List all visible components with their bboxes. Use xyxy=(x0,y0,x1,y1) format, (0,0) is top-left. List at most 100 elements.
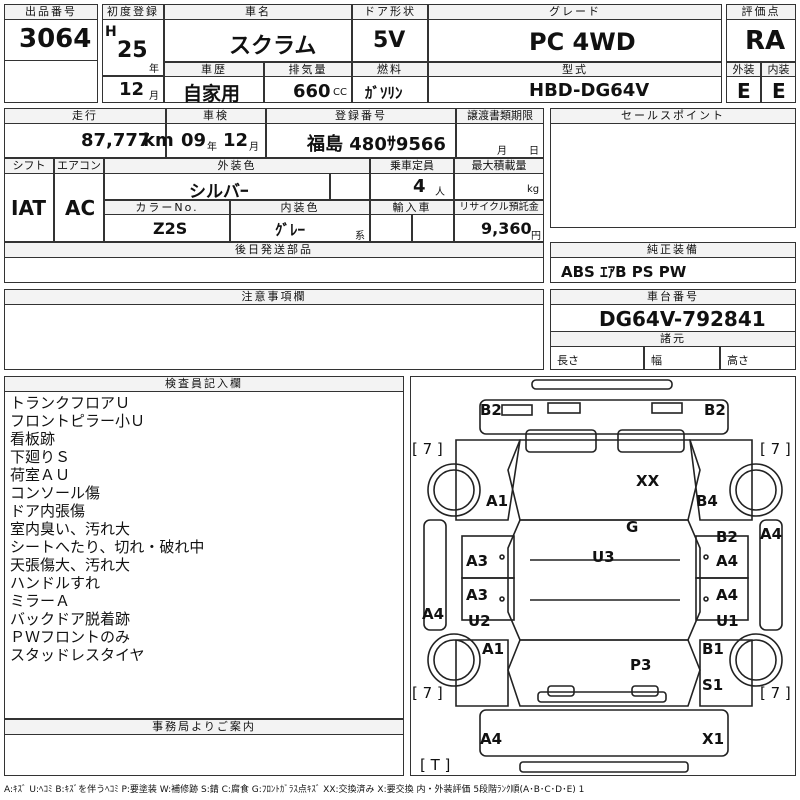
transfer-month-unit: 月 xyxy=(497,146,507,157)
damage-label: B2 xyxy=(704,401,726,419)
model-box: HBD-DG64V xyxy=(428,76,722,103)
era: H xyxy=(105,24,117,40)
office-label: 事務局よりご案内 xyxy=(4,719,404,735)
grade-label: グレード xyxy=(428,4,722,20)
equipment: ABS ｴｱB PS PW xyxy=(561,263,687,281)
first-reg-month-box: 12 月 xyxy=(102,76,164,103)
lot-number: 3064 xyxy=(19,24,92,54)
interior-grade: E xyxy=(772,79,786,103)
car-name-box: スクラム xyxy=(164,19,352,62)
lot-number-box: 3064 xyxy=(4,19,98,61)
capacity-box: 4 人 xyxy=(370,173,454,200)
note-line: ハンドルすれ xyxy=(10,574,101,592)
capacity-unit: 人 xyxy=(435,187,445,198)
year-unit: 年 xyxy=(149,64,159,75)
interior-color: ｸﾞﾚｰ xyxy=(275,221,306,239)
displacement-label: 排気量 xyxy=(264,62,352,77)
inspection-month: 12 xyxy=(223,130,249,151)
width-label: 幅 xyxy=(651,354,662,367)
height-box: 高さ xyxy=(720,346,796,370)
transfer-day-unit: 日 xyxy=(529,146,539,157)
damage-label: A4 xyxy=(760,525,783,543)
width-box: 幅 xyxy=(644,346,720,370)
grade-box: PC 4WD xyxy=(428,19,722,62)
damage-label: S1 xyxy=(702,676,724,694)
length-box: 長さ xyxy=(550,346,644,370)
grade: PC 4WD xyxy=(529,28,636,56)
chassis-label: 車台番号 xyxy=(550,289,796,305)
interior-box: E xyxy=(761,76,796,103)
interior-label: 内装 xyxy=(761,62,796,77)
mileage: 87,777 xyxy=(81,130,151,151)
intcolor-box: ｸﾞﾚｰ 系 xyxy=(230,214,370,242)
ac-box: AC xyxy=(54,173,104,242)
colorno-label: カラーNo. xyxy=(104,200,230,215)
exterior-grade: E xyxy=(737,79,751,103)
recycle-box: 9,360 円 xyxy=(454,214,544,242)
history-box: 自家用 xyxy=(164,76,264,105)
transfer-box: 月 日 xyxy=(456,123,544,158)
plate-label: 登録番号 xyxy=(266,108,456,124)
note-line: トランクフロアＵ xyxy=(10,394,131,412)
damage-label: B2 xyxy=(716,528,738,546)
first-reg-year: 25 xyxy=(117,38,148,63)
damage-label: [ 7 ] xyxy=(760,684,791,702)
note-line: 荷室ＡＵ xyxy=(10,466,71,484)
maxload-label: 最大積載量 xyxy=(454,158,544,174)
mileage-label: 走行 xyxy=(4,108,166,124)
car-name: スクラム xyxy=(229,34,317,59)
note-line: 室内臭い、汚れ大 xyxy=(10,520,131,538)
damage-label: B2 xyxy=(480,401,502,419)
inspection-year: 09 xyxy=(181,130,207,151)
parts-label: 後日発送部品 xyxy=(4,242,544,258)
fuel: ｶﾞｿﾘﾝ xyxy=(365,84,403,102)
exterior-color: シルバｰ xyxy=(189,182,249,202)
chassis-number: DG64V-792841 xyxy=(599,307,766,331)
capacity: 4 xyxy=(413,176,426,197)
interior-color-unit: 系 xyxy=(355,231,365,242)
height-label: 高さ xyxy=(727,354,749,367)
damage-label: A1 xyxy=(482,640,505,658)
note-line: バックドア脱着跡 xyxy=(10,610,131,628)
color-number: Z2S xyxy=(153,219,188,238)
caution-label: 注意事項欄 xyxy=(4,289,544,305)
history-label: 車歴 xyxy=(164,62,264,77)
damage-label: B1 xyxy=(702,640,724,658)
first-reg-month: 12 xyxy=(119,79,145,100)
inspection-label: 車検 xyxy=(166,108,266,124)
damage-label: XX xyxy=(636,472,660,490)
lot-label: 出品番号 xyxy=(4,4,98,20)
ac-label: エアコン xyxy=(54,158,104,174)
damage-label: U3 xyxy=(592,548,615,566)
recycle-unit: 円 xyxy=(531,231,541,242)
note-line: ドア内張傷 xyxy=(10,502,86,520)
mileage-box: 87,777 km xyxy=(4,123,174,158)
door-type: 5V xyxy=(373,28,406,53)
maxload-unit: kg xyxy=(527,184,540,195)
plate-box: 福島 480ｻ9566 xyxy=(266,123,456,158)
score: RA xyxy=(745,26,786,56)
color-extra-box xyxy=(330,173,370,200)
displacement: 660 xyxy=(293,81,331,102)
damage-label: G xyxy=(626,518,639,536)
length-label: 長さ xyxy=(557,354,579,367)
inspection-month-unit: 月 xyxy=(249,142,259,153)
damage-label: [ T ] xyxy=(420,756,451,774)
caution-box xyxy=(4,304,544,370)
sales-label: セールスポイント xyxy=(550,108,796,124)
shift: IAT xyxy=(11,196,47,220)
car-name-label: 車名 xyxy=(164,4,352,20)
capacity-label: 乗車定員 xyxy=(370,158,454,174)
legend: A:ｷｽﾞ U:ﾍｺﾐ B:ｷｽﾞを伴うﾍｺﾐ P:要塗装 W:補修跡 S:錆 … xyxy=(4,785,585,795)
note-line: 下廻りＳ xyxy=(10,448,71,466)
note-line: 天張傷大、汚れ大 xyxy=(10,556,131,574)
exterior-label: 外装 xyxy=(726,62,761,77)
damage-label: [ 7 ] xyxy=(760,440,791,458)
inspection-year-unit: 年 xyxy=(207,142,217,153)
import-box xyxy=(370,214,412,242)
ac: AC xyxy=(65,196,96,220)
damage-label: U1 xyxy=(716,612,739,630)
equip-label: 純正装備 xyxy=(550,242,796,258)
office-box xyxy=(4,734,404,776)
note-line: 看板跡 xyxy=(10,430,56,448)
